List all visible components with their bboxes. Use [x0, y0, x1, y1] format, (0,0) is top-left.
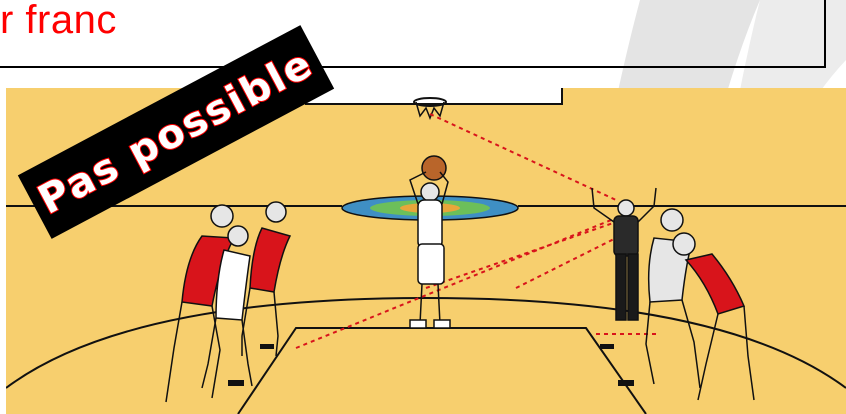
title-box — [0, 0, 826, 68]
slide-title: r franc — [0, 0, 117, 43]
backboard — [306, 88, 562, 104]
